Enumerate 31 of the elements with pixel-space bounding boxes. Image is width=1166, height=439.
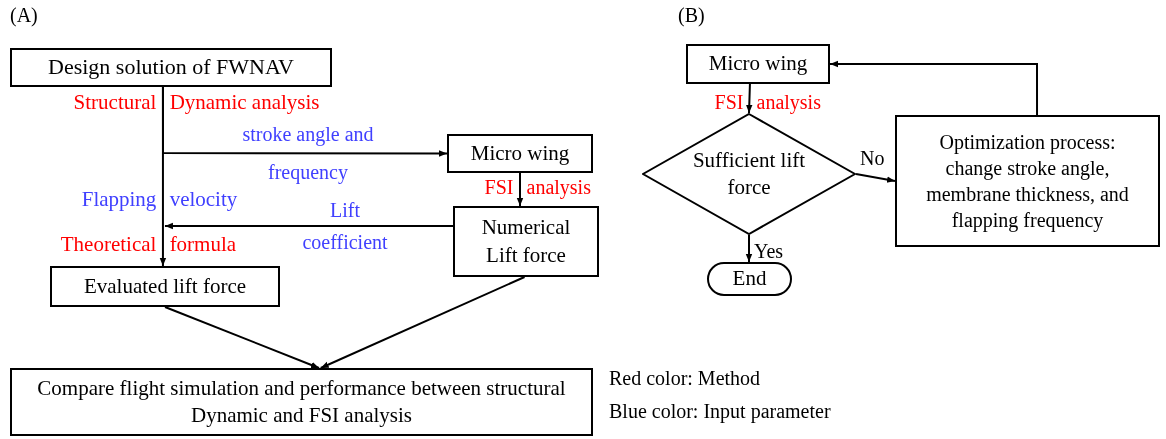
- edge-label: Yes: [754, 240, 784, 262]
- panel-label: (B): [678, 4, 705, 26]
- process-box: Design solution of FWNAV: [10, 48, 332, 87]
- edge-label: stroke angle and frequency: [241, 122, 375, 186]
- process-box: Micro wing: [447, 134, 593, 173]
- arrow: [164, 306, 320, 369]
- arrow: [745, 234, 753, 263]
- terminal-box: End: [707, 262, 792, 296]
- arrow: [161, 86, 448, 157]
- process-box: Compare flight simulation and performance between structural Dynamic and FSI analysis: [10, 368, 593, 436]
- edge-label: Lift coefficient: [301, 198, 389, 255]
- process-box: Numerical Lift force: [453, 206, 599, 277]
- parameter-label: Flapping velocity: [81, 188, 238, 212]
- arrow: [319, 276, 526, 369]
- edge-label: No: [860, 147, 885, 169]
- process-box: Micro wing: [686, 44, 830, 84]
- method-label: Theoretical formula: [60, 233, 237, 257]
- arrow: [163, 222, 454, 230]
- arrow: [746, 83, 753, 114]
- note-text: Blue color: Input parameter: [609, 400, 831, 422]
- note-text: Red color: Method: [609, 367, 761, 389]
- edge-label: FSI analysis: [714, 91, 821, 113]
- process-box: Evaluated lift force: [50, 266, 280, 307]
- process-box: Optimization process: change stroke angle, membrane thickness, and flapping frequency: [895, 115, 1160, 247]
- method-label: Structural Dynamic analysis: [73, 91, 320, 115]
- decision-diamond: Sufficient lift force: [642, 113, 856, 235]
- arrow: [855, 173, 896, 183]
- edge-label: FSI analysis: [484, 176, 591, 198]
- arrow: [829, 60, 1039, 116]
- panel-label: (A): [10, 4, 38, 26]
- arrow: [516, 172, 524, 207]
